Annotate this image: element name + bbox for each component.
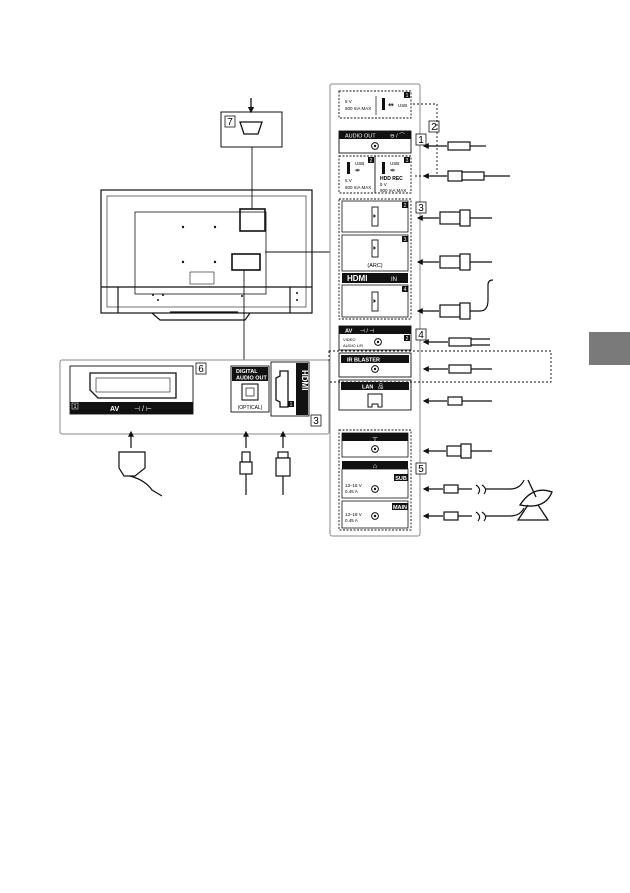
audio-out-port: AUDIO OUT ⊖ / ⌒ (338, 130, 412, 154)
callout-6-label: 6 (198, 364, 204, 375)
sat-sub-voltage: 13–18 V (345, 483, 362, 488)
hdmi4-badge: 4 (404, 287, 407, 293)
audio-out-label: AUDIO OUT (345, 134, 376, 140)
usb3-current: 900 mA MAX (380, 188, 406, 193)
callout-1-label: 1 (418, 135, 424, 146)
callout-2-label: 2 (431, 122, 437, 133)
ir-blaster-label: IR BLASTER (347, 358, 380, 364)
usb3-label: USB (390, 161, 399, 166)
hdmi-in-label: IN (391, 277, 397, 283)
callout-7-label: 7 (227, 117, 233, 128)
right-callout-boxes: 1 2 3 4 5 (415, 120, 440, 475)
usb2-label: USB (355, 161, 364, 166)
hdmi1-badge: 1 (290, 402, 293, 408)
usb1-badge: 1 (406, 93, 409, 99)
hdmi1-logo: HDMI (300, 370, 309, 390)
antenna-icon: ┬ (372, 435, 378, 442)
usb2-current: 500 mA MAX (345, 185, 371, 190)
headphone-icon: ⊖ / ⌒ (390, 133, 405, 140)
lan-port: LAN 品 (338, 379, 412, 411)
usb1-current: 500 mA MAX (345, 106, 371, 111)
av-input-port: AV ⊣ / ⊣ 2 VIDEO AUDIO L/R (338, 325, 412, 351)
usb-icon: ⇹ (388, 102, 394, 109)
sat-main-current: 0.45 A (345, 518, 358, 523)
optical-label-2: AUDIO OUT (236, 376, 268, 382)
usb-ss-icon: ⇹ (390, 168, 395, 174)
sat-main-label: MAIN (393, 505, 407, 511)
satellite-icon: ⌂ (373, 463, 377, 470)
scart-badge: 1 (74, 404, 77, 410)
av-input-icon: ⊣ / ⊣ (360, 328, 374, 335)
tv-rear-view (100, 189, 313, 321)
section-tab (589, 332, 630, 365)
optical-audio-out-port: DIGITAL AUDIO OUT (OPTICAL) (230, 365, 270, 413)
sat-sub-current: 0.45 A (345, 489, 358, 494)
right-cables (416, 141, 525, 522)
callout-3-label: 3 (418, 203, 424, 214)
hdmi-1-port: HDMI 1 (270, 361, 310, 417)
satellite-dish-icon (516, 479, 553, 521)
av-sub-label: VIDEO (343, 337, 355, 342)
lan-label: LAN (362, 385, 373, 391)
usb2-badge: 2 (370, 158, 373, 164)
usb-ports-2-3: 2 USB ⇹ 5 V 500 mA MAX 3 USB ⇹ HDD REC 5… (338, 155, 412, 194)
sat-main-voltage: 13–18 V (345, 512, 362, 517)
usb1-label: USB (398, 103, 407, 108)
rs232-port-icon (239, 121, 263, 135)
callout-4-label: 4 (418, 330, 424, 341)
callout-5-label: 5 (418, 464, 424, 475)
optical-label-1: DIGITAL (236, 369, 258, 375)
hdmi3-badge: 3 (404, 237, 407, 243)
sat-sub-label: SUB (395, 476, 407, 482)
usb3-sub-label: HDD REC (380, 176, 403, 182)
hdmi2-badge: 2 (404, 203, 407, 209)
av-badge: 2 (406, 336, 409, 342)
usb-port-1: 1 5 V 500 mA MAX USB ⇹ (338, 90, 412, 119)
scart-io-icon: ⊣ / ⊢ (134, 406, 152, 413)
lan-icon: 品 (378, 384, 384, 391)
hdmi-logo: HDMI (347, 274, 367, 283)
bottom-cables (118, 430, 291, 497)
tv-screw-holes (152, 225, 298, 301)
bottom-left-connector-panel: 6 1 AV ⊣ / ⊢ DIGITAL AUDIO OUT (OPTICAL)… (59, 359, 330, 435)
callout-7-panel: 7 (220, 98, 283, 148)
av-sub-label-2: AUDIO L/R (343, 343, 363, 348)
optical-label-3: (OPTICAL) (238, 405, 263, 411)
av-label: AV (345, 329, 353, 335)
scart-port: 1 AV ⊣ / ⊢ (69, 365, 194, 415)
antenna-satellite-ports: ┬ ⌂ SUB 13–18 V 0.45 A MAIN 13–18 V 0.45… (338, 429, 412, 531)
hdmi-arc-label: (ARC) (367, 263, 382, 269)
hdmi-ports-2-4: 2 3 (ARC) HDMI IN 4 (338, 198, 412, 320)
callout-3b-label: 3 (313, 416, 319, 427)
usb-icon: ⇹ (355, 168, 360, 174)
ir-blaster-port: IR BLASTER (338, 352, 412, 378)
usb3-badge: 3 (406, 158, 409, 164)
usb3-voltage: 5 V (380, 182, 387, 187)
leader-lines (243, 147, 330, 360)
right-connector-panel: 1 5 V 500 mA MAX USB ⇹ AUDIO OUT ⊖ / ⌒ 2… (329, 83, 421, 537)
scart-av-label: AV (110, 406, 120, 413)
usb2-voltage: 5 V (345, 178, 352, 183)
usb1-voltage: 5 V (345, 99, 352, 104)
